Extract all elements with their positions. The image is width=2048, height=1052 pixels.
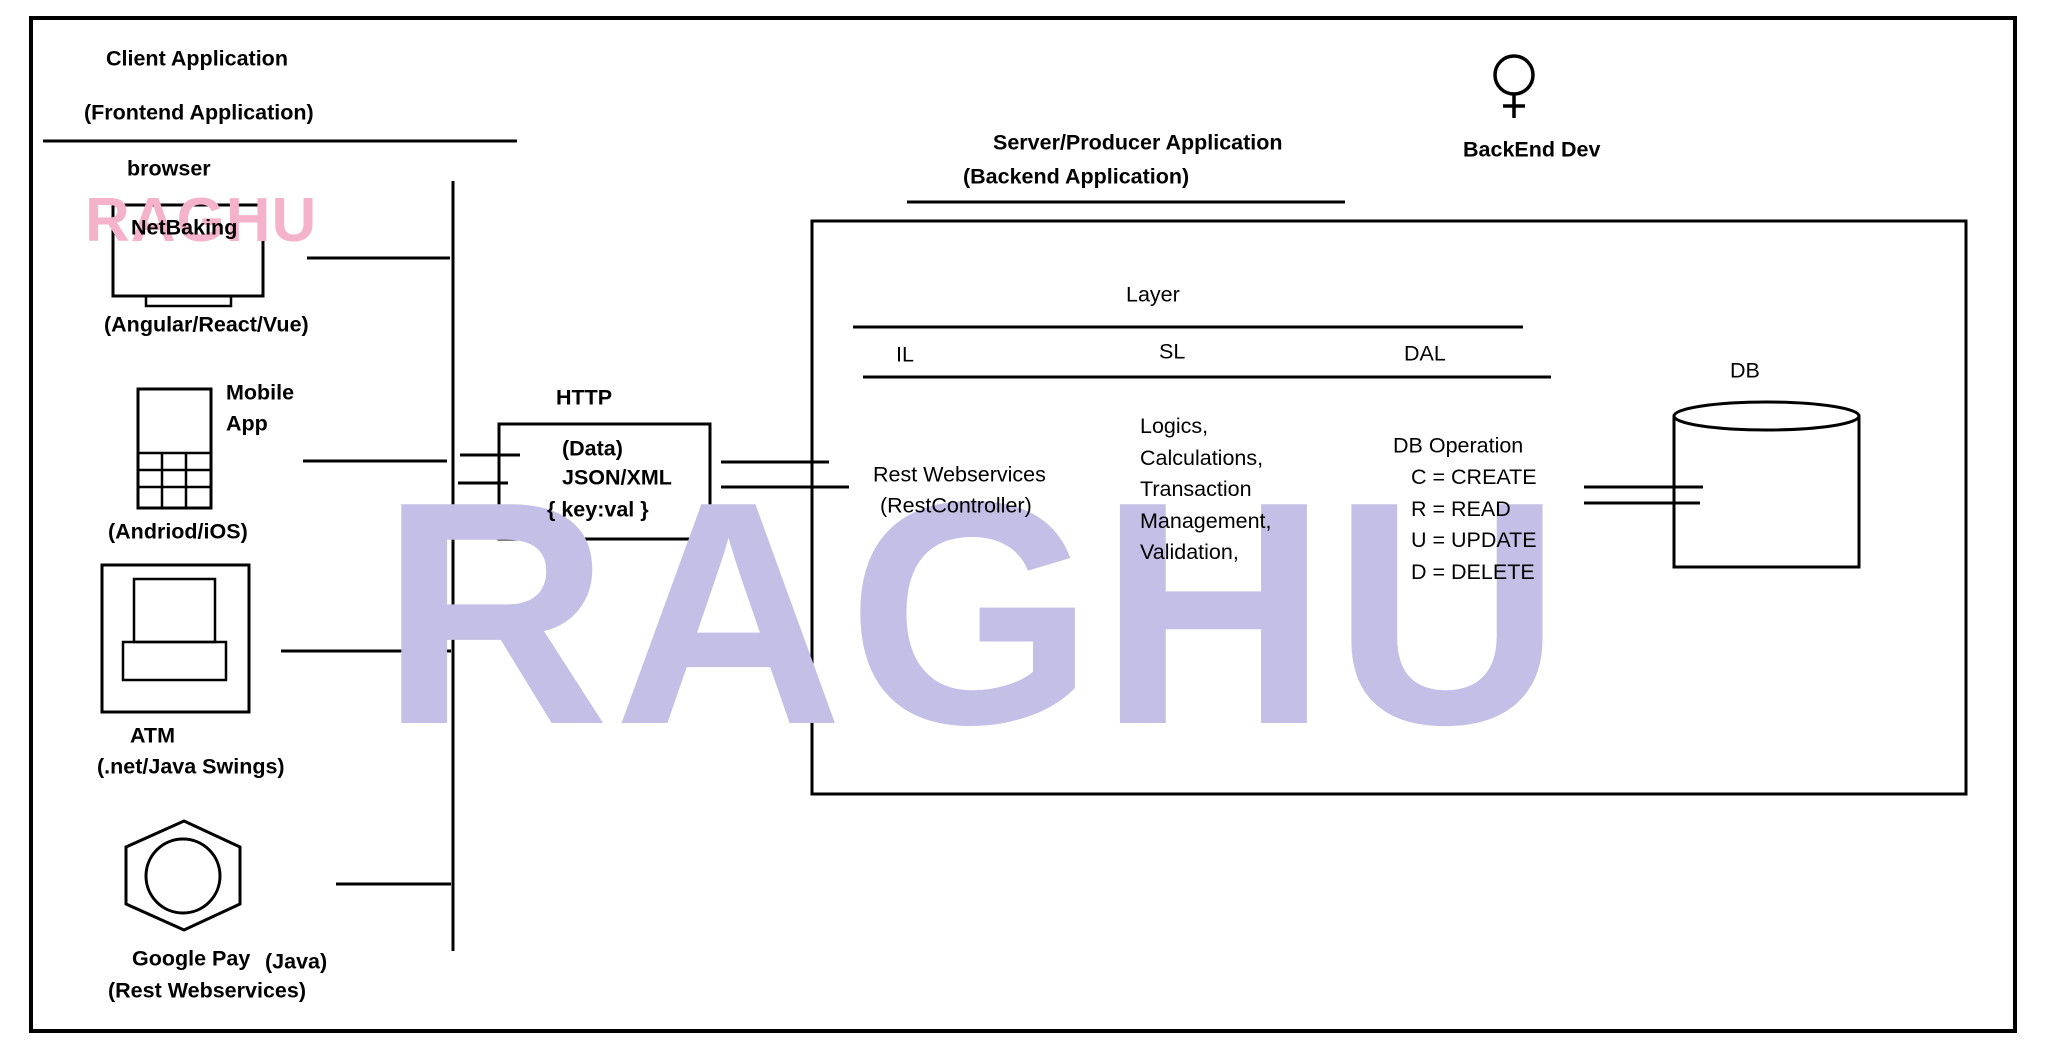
client-title: Client Application xyxy=(106,46,288,71)
server-title: Server/Producer Application xyxy=(993,130,1283,155)
gpay-lang: (Java) xyxy=(265,949,328,974)
dal-op-read: R = READ xyxy=(1411,496,1511,521)
dal-title: DB Operation xyxy=(1393,433,1524,458)
layer-title: Layer xyxy=(1126,282,1180,307)
layer-sl: SL xyxy=(1159,339,1186,364)
mobile-label-line2: App xyxy=(226,411,268,436)
monitor-icon xyxy=(111,203,265,308)
watermark-small: RAGHU xyxy=(85,186,318,255)
browser-screen-text: NetBaking xyxy=(131,215,238,240)
dal-ops-block: C = CREATE R = READ U = UPDATE D = DELET… xyxy=(1411,462,1537,588)
dal-op-create: C = CREATE xyxy=(1411,465,1537,489)
atm-icon xyxy=(100,563,251,714)
dal-op-update: U = UPDATE xyxy=(1411,528,1537,552)
dal-op-delete: D = DELETE xyxy=(1411,559,1535,584)
backend-dev-label: BackEnd Dev xyxy=(1463,137,1601,162)
mobile-tech: (Andriod/iOS) xyxy=(108,519,248,544)
gpay-label: Google Pay xyxy=(132,946,251,971)
mobile-label-line1: Mobile xyxy=(226,380,295,405)
hexagon-icon xyxy=(124,819,242,932)
database-cylinder-icon xyxy=(1672,400,1861,569)
outer-frame xyxy=(29,16,2017,1033)
layer-il: IL xyxy=(896,342,914,367)
http-label: HTTP xyxy=(556,385,613,410)
sl-line: Transaction xyxy=(1140,477,1252,501)
db-label: DB xyxy=(1730,358,1760,383)
sl-line: Management, xyxy=(1140,508,1272,533)
client-subtitle: (Frontend Application) xyxy=(84,100,314,125)
http-line-format: JSON/XML xyxy=(562,465,672,490)
gpay-tech: (Rest Webservices) xyxy=(108,978,306,1003)
phone-icon xyxy=(136,387,213,510)
watermark-main: RAGHU xyxy=(380,436,1566,791)
atm-tech: (.net/Java Swings) xyxy=(97,754,285,779)
sl-line: Calculations, xyxy=(1140,445,1264,470)
il-line-1: Rest Webservices xyxy=(873,462,1046,487)
backend-box xyxy=(810,219,1968,796)
http-box xyxy=(497,422,712,541)
browser-tech: (Angular/React/Vue) xyxy=(104,312,309,337)
layer-dal: DAL xyxy=(1404,341,1446,366)
atm-label: ATM xyxy=(130,723,175,748)
sl-block: Logics, Calculations, Transaction Manage… xyxy=(1140,411,1271,569)
http-line-keyval: { key:val } xyxy=(547,497,649,522)
female-symbol-icon xyxy=(1493,54,1535,118)
server-subtitle: (Backend Application) xyxy=(963,164,1190,189)
il-line-2: (RestController) xyxy=(880,493,1032,518)
sl-line: Logics, xyxy=(1140,414,1209,438)
sl-line: Validation, xyxy=(1140,540,1239,564)
http-line-data: (Data) xyxy=(562,436,623,461)
browser-label: browser xyxy=(127,156,211,181)
